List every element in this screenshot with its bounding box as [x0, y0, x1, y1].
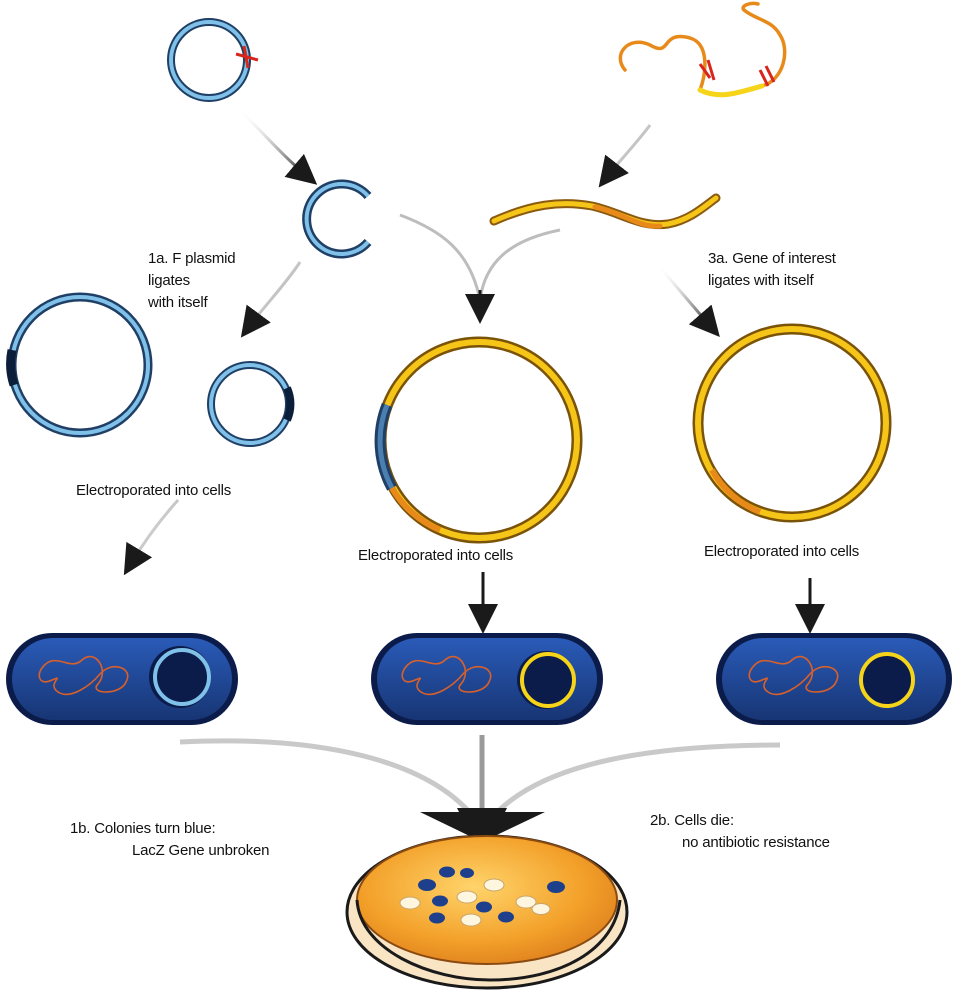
arrow-electroporate-left [123, 498, 180, 576]
restriction-cut-marker-gene-right [758, 65, 776, 87]
colony-white [456, 890, 478, 904]
label-text: Electroporated into cells [358, 547, 514, 564]
arrow-to-gene-self-ligation [656, 264, 720, 338]
label-electroporated-right: Electroporated into cells [704, 541, 859, 563]
label-text: Electroporated into cells [704, 543, 860, 560]
label-electroporated-middle: Electroporated into cells [358, 545, 513, 567]
arrow-head-fan [420, 812, 545, 842]
label-line: 3a. Gene of interest [708, 250, 836, 267]
colony-white [399, 896, 421, 910]
restriction-cut-marker-plasmid [235, 45, 259, 69]
arrow-cell-left-to-dish [179, 738, 478, 822]
plasmid-self-ligated-large [6, 292, 153, 438]
gene-self-ligated-circle [692, 323, 892, 523]
colony-blue [429, 912, 445, 924]
cell-left [6, 633, 238, 725]
label-colonies-blue: 1b. Colonies turn blue: LacZ Gene unbrok… [70, 818, 270, 862]
colony-white [460, 913, 482, 927]
label-electroporated-left: Electroporated into cells [76, 480, 231, 502]
colony-white [531, 903, 551, 915]
restriction-cut-marker-gene-left [698, 59, 716, 81]
colony-blue [476, 901, 492, 913]
label-line: LacZ Gene unbroken [132, 842, 270, 859]
dna-fragment-source [618, 1, 787, 98]
label-cells-die: 2b. Cells die: no antibiotic resistance [650, 810, 830, 854]
f-plasmid-intact [167, 18, 251, 102]
colony-blue [460, 868, 474, 878]
arrow-cell-right-to-dish [488, 742, 781, 822]
label-plasmid-self-ligate: 1a. F plasmid ligates with itself [148, 248, 236, 314]
arrow-to-plasmid-self-ligation [240, 261, 302, 338]
arrow-to-gene-fragment [598, 124, 652, 188]
label-gene-self-ligate: 3a. Gene of interest ligates with itself [708, 248, 836, 292]
colony-white [515, 895, 537, 909]
plasmid-self-ligated-small [207, 361, 295, 447]
arrow-to-cut-plasmid [238, 108, 318, 185]
colonies [399, 866, 565, 927]
arrow-gene-to-merge [478, 228, 561, 301]
label-line: ligates [148, 272, 190, 289]
label-line: 2b. Cells die: [650, 812, 734, 829]
label-line: no antibiotic resistance [682, 834, 830, 851]
label-text: Electroporated into cells [76, 482, 232, 499]
label-line: 1a. F plasmid [148, 250, 236, 267]
colony-white [483, 878, 505, 892]
arrow-plasmid-to-merge [399, 213, 482, 301]
label-line: 1b. Colonies turn blue: [70, 820, 216, 837]
colony-blue [432, 895, 448, 907]
f-plasmid-cut [302, 179, 372, 259]
colony-blue [418, 879, 436, 891]
colony-blue [547, 881, 565, 893]
colony-blue [498, 911, 514, 923]
label-line: with itself [148, 294, 208, 311]
colony-blue [439, 866, 455, 878]
gene-fragment-excised [489, 193, 721, 230]
recombinant-plasmid [374, 336, 583, 544]
cell-right [716, 633, 952, 725]
label-line: ligates with itself [708, 272, 814, 289]
cell-middle [371, 633, 603, 725]
